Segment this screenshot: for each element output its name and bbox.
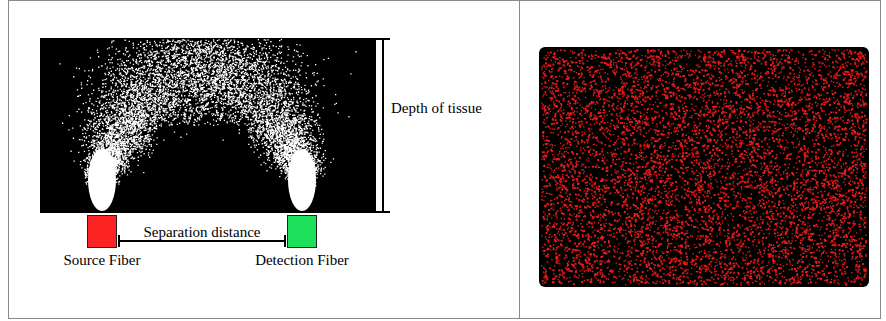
depth-bracket xyxy=(382,38,384,213)
source-fiber: Source Fiber xyxy=(63,215,140,269)
detection-fiber: Detection Fiber xyxy=(255,215,349,269)
detector-glow xyxy=(288,149,316,211)
tissue-region xyxy=(40,38,376,213)
fiber-box xyxy=(87,215,117,248)
dimension-label: Depth of tissue xyxy=(391,100,482,117)
panel-divider xyxy=(519,1,520,319)
dimension-label: Separation distance xyxy=(141,224,262,240)
speckle-image xyxy=(539,47,869,287)
fiber-label: Source Fiber xyxy=(63,252,140,269)
source-glow xyxy=(88,149,116,211)
depth-bracket-tick xyxy=(376,38,390,40)
speckle-dots xyxy=(541,49,868,286)
fiber-box xyxy=(287,215,317,248)
fiber-label: Detection Fiber xyxy=(255,252,349,269)
depth-bracket-tick xyxy=(376,211,390,213)
panel-frame xyxy=(9,1,881,319)
